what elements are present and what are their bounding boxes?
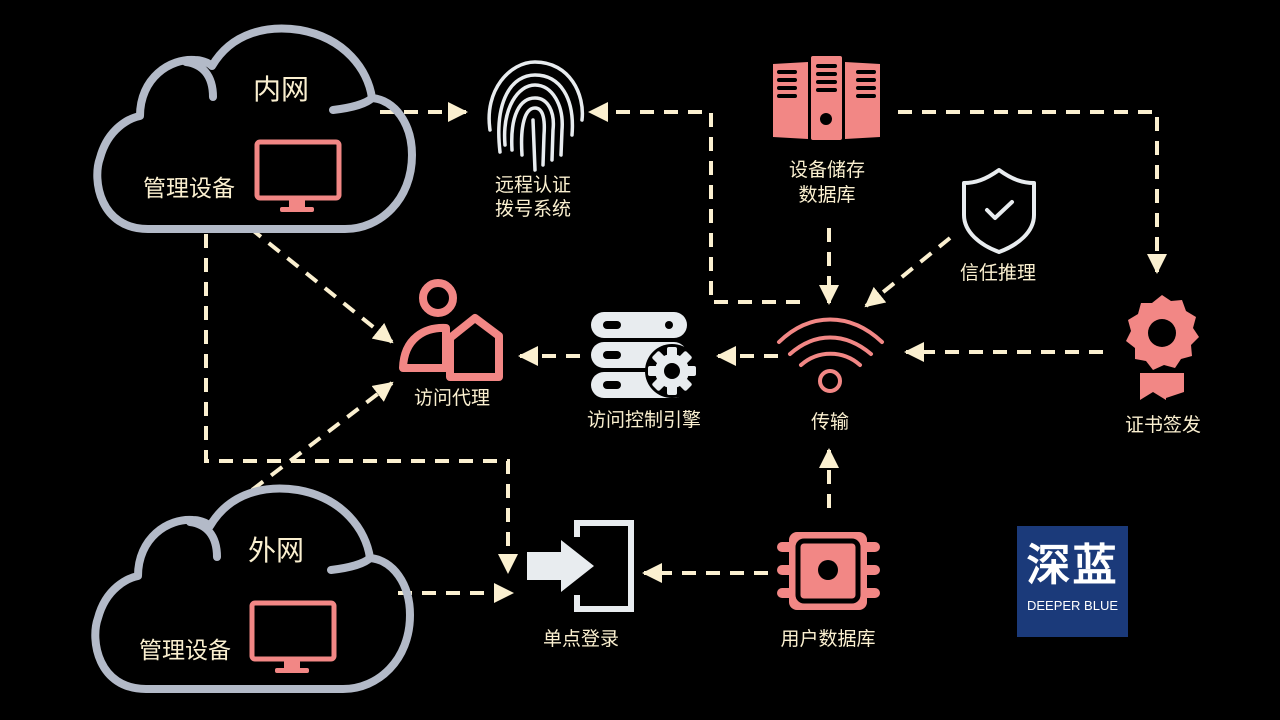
intranet-title: 内网 (252, 73, 310, 106)
sso-label: 单点登录 (542, 628, 620, 650)
trust-label: 信任推理 (959, 262, 1037, 284)
connectors (204, 102, 1167, 603)
intranet-device-label: 管理设备 (143, 176, 235, 202)
deeper-blue-logo: 深蓝 DEEPER BLUE (1017, 526, 1128, 637)
user-db-label: 用户数据库 (780, 628, 876, 650)
logo-cn: 深蓝 (1026, 540, 1119, 591)
remote-auth-label-2: 拨号系统 (494, 198, 572, 220)
monitor-icon (254, 139, 342, 212)
monitor-icon (249, 600, 337, 673)
proxy-label: 访问代理 (413, 387, 491, 409)
binders-icon (773, 56, 880, 140)
shield-check-icon (962, 168, 1036, 254)
extranet-title: 外网 (247, 534, 305, 567)
device-db-label-1: 设备储存 (788, 159, 866, 181)
connector-intranet-to-sso (204, 234, 518, 574)
fingerprint-icon (487, 60, 585, 172)
server-gear-icon (591, 312, 699, 398)
connector-trust-to-transport (864, 236, 952, 308)
login-icon (527, 520, 634, 612)
award-badge-icon (1126, 295, 1199, 400)
engine-label: 访问控制引擎 (586, 409, 702, 431)
logo-en: DEEPER BLUE (1026, 598, 1119, 613)
connector-devicedb-to-cert (898, 110, 1167, 274)
user-home-icon (399, 279, 503, 381)
extranet-cloud (91, 484, 414, 693)
transport-label: 传输 (810, 411, 850, 433)
connector-engine-loop-to-auth (588, 102, 800, 304)
wifi-icon (777, 317, 884, 393)
connector-intranet-to-proxy (248, 226, 394, 344)
remote-auth-label-1: 远程认证 (494, 174, 572, 196)
intranet-cloud (93, 24, 416, 233)
cert-label: 证书签发 (1124, 414, 1202, 436)
cloud-outline (91, 484, 414, 693)
cloud-outline (93, 24, 416, 233)
device-db-label-2: 数据库 (798, 184, 856, 206)
chip-icon (777, 532, 880, 610)
extranet-device-label: 管理设备 (139, 638, 231, 664)
connector-extranet-to-proxy (250, 381, 394, 492)
